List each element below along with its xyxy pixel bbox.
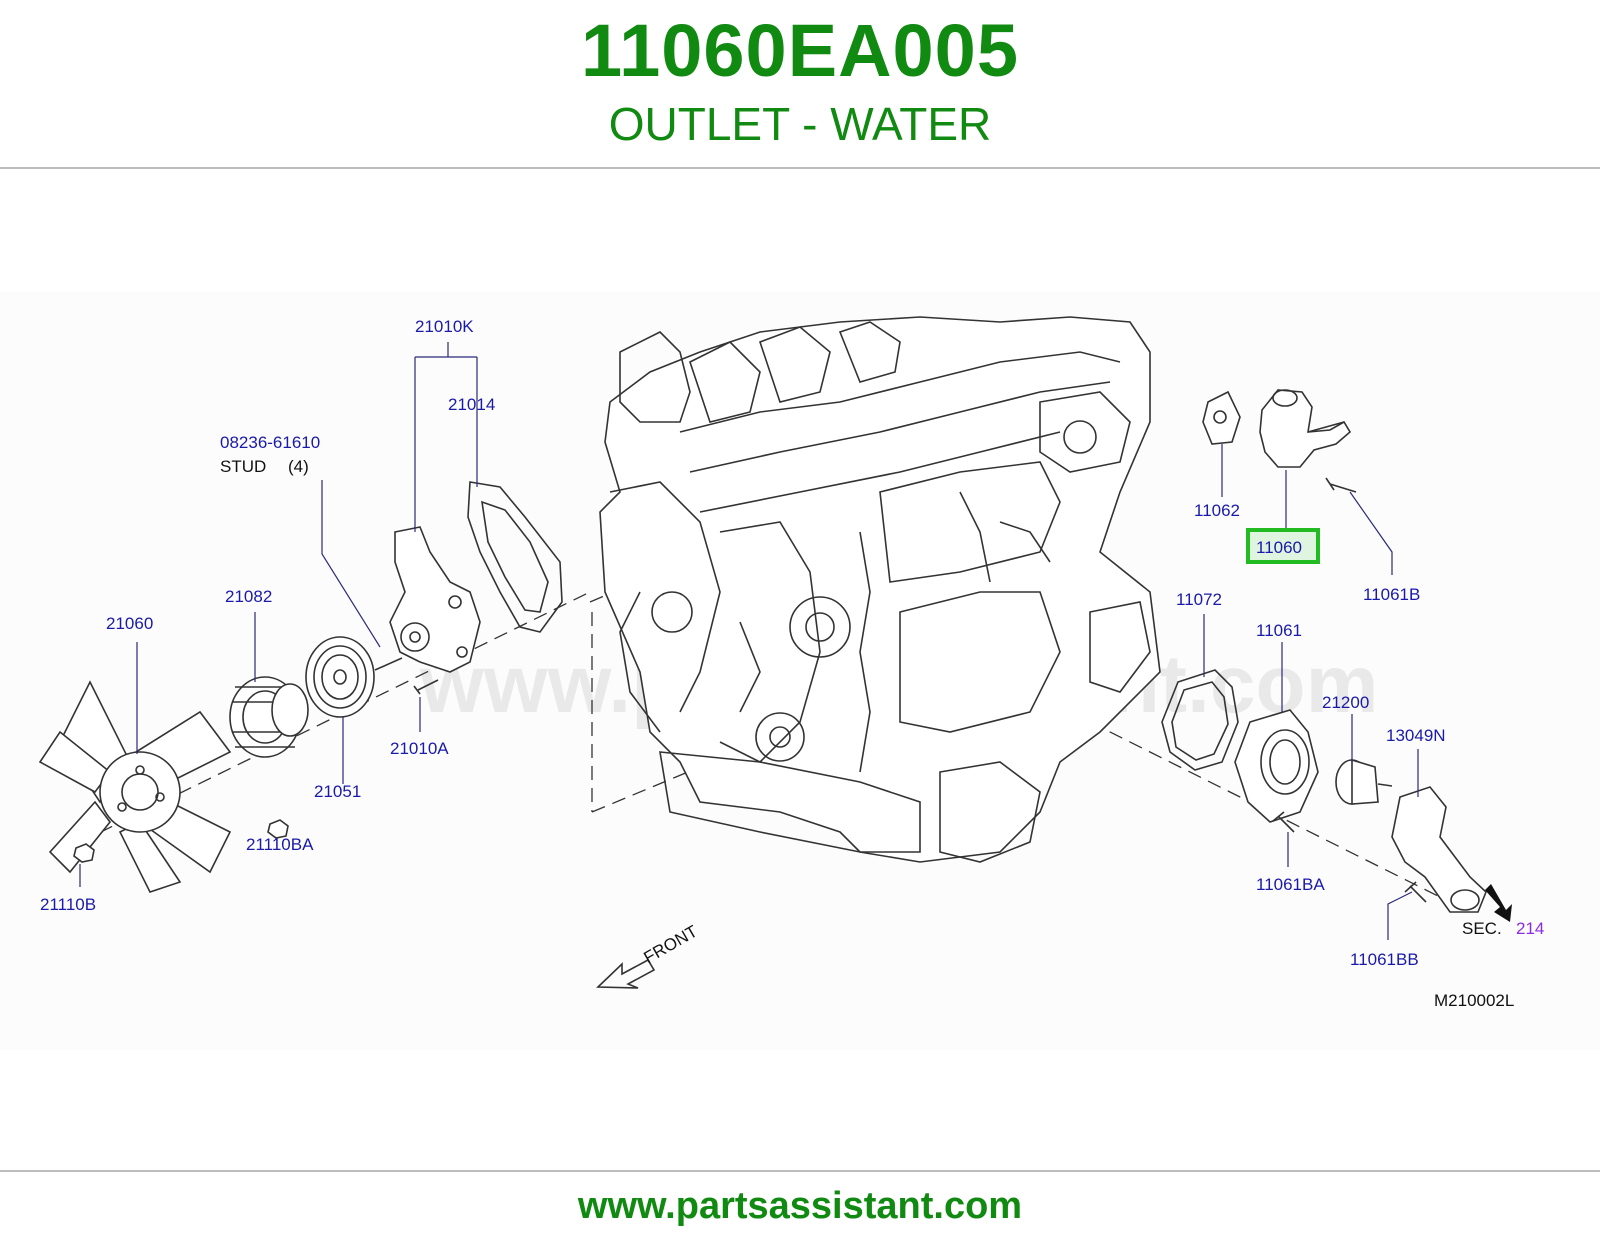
label-stud: STUD (220, 457, 266, 476)
nut-21110b-part (73, 843, 95, 863)
exploded-view-svg: www.partsassistant.com (38, 316, 1544, 1010)
nut-21110ba-part (267, 819, 289, 839)
label-stud-qty: (4) (288, 457, 309, 476)
label-11061b[interactable]: 11061B (1363, 585, 1420, 604)
water-pump-gasket-part (467, 481, 563, 633)
label-11061bb[interactable]: 11061BB (1350, 950, 1419, 969)
gasket-11072-part (1161, 669, 1239, 771)
thermostat-21200-part (1335, 758, 1393, 805)
label-11060[interactable]: 11060 (1256, 538, 1302, 557)
front-arrow-icon (596, 958, 656, 989)
label-13049n[interactable]: 13049N (1386, 726, 1446, 745)
stud-08236-part (374, 657, 403, 671)
sec-arrow (1485, 884, 1512, 922)
label-21010a[interactable]: 21010A (390, 739, 449, 758)
gasket-11062-part (1202, 390, 1241, 445)
label-sec: SEC. (1462, 919, 1502, 938)
label-11061[interactable]: 11061 (1256, 621, 1302, 640)
assembly-axis-right (1089, 721, 1471, 913)
label-front: FRONT (641, 922, 701, 968)
label-21060[interactable]: 21060 (106, 614, 153, 633)
part-name-subtitle: OUTLET - WATER (608, 98, 992, 150)
label-21014[interactable]: 21014 (448, 395, 495, 414)
water-outlet-11060-part (1259, 389, 1352, 468)
fan-clutch-part (229, 676, 309, 758)
label-11072[interactable]: 11072 (1176, 590, 1222, 609)
highlight-box-11060[interactable] (1246, 528, 1320, 564)
header: 11060EA005 OUTLET - WATER (0, 0, 1600, 168)
engine-block (599, 316, 1161, 863)
label-21200[interactable]: 21200 (1322, 693, 1369, 712)
part-number-title: 11060EA005 (581, 9, 1019, 92)
label-08236-61610[interactable]: 08236-61610 (220, 433, 320, 452)
bolt-11061b-part (1325, 477, 1357, 493)
pulley-part (305, 636, 375, 718)
water-pump-part (389, 526, 481, 673)
footer-url[interactable]: www.partsassistant.com (577, 1185, 1023, 1227)
label-21051[interactable]: 21051 (314, 782, 361, 801)
top-divider (0, 167, 1600, 169)
label-11062[interactable]: 11062 (1194, 501, 1240, 520)
label-21010k[interactable]: 21010K (415, 317, 474, 336)
label-21110ba[interactable]: 21110BA (246, 835, 314, 854)
water-inlet-13049n-part (1391, 786, 1487, 913)
thermostat-housing-11061-part (1234, 709, 1319, 823)
label-21082[interactable]: 21082 (225, 587, 272, 606)
parts-diagram: www.partsassistant.com (0, 292, 1600, 1050)
assembly-axis-lower (591, 741, 761, 813)
bolt-11061ba-part (1272, 811, 1295, 833)
label-drawing-code: M210002L (1434, 991, 1514, 1010)
cooling-fan-part (38, 680, 232, 893)
leader-lines (79, 342, 1419, 940)
bottom-divider (0, 1170, 1600, 1172)
bolt-21010a-part (413, 679, 439, 695)
label-21110b[interactable]: 21110B (40, 895, 96, 914)
bolt-11061bb-part (1404, 881, 1427, 903)
label-sec-number[interactable]: 214 (1516, 919, 1544, 938)
label-11061ba[interactable]: 11061BA (1256, 875, 1325, 894)
